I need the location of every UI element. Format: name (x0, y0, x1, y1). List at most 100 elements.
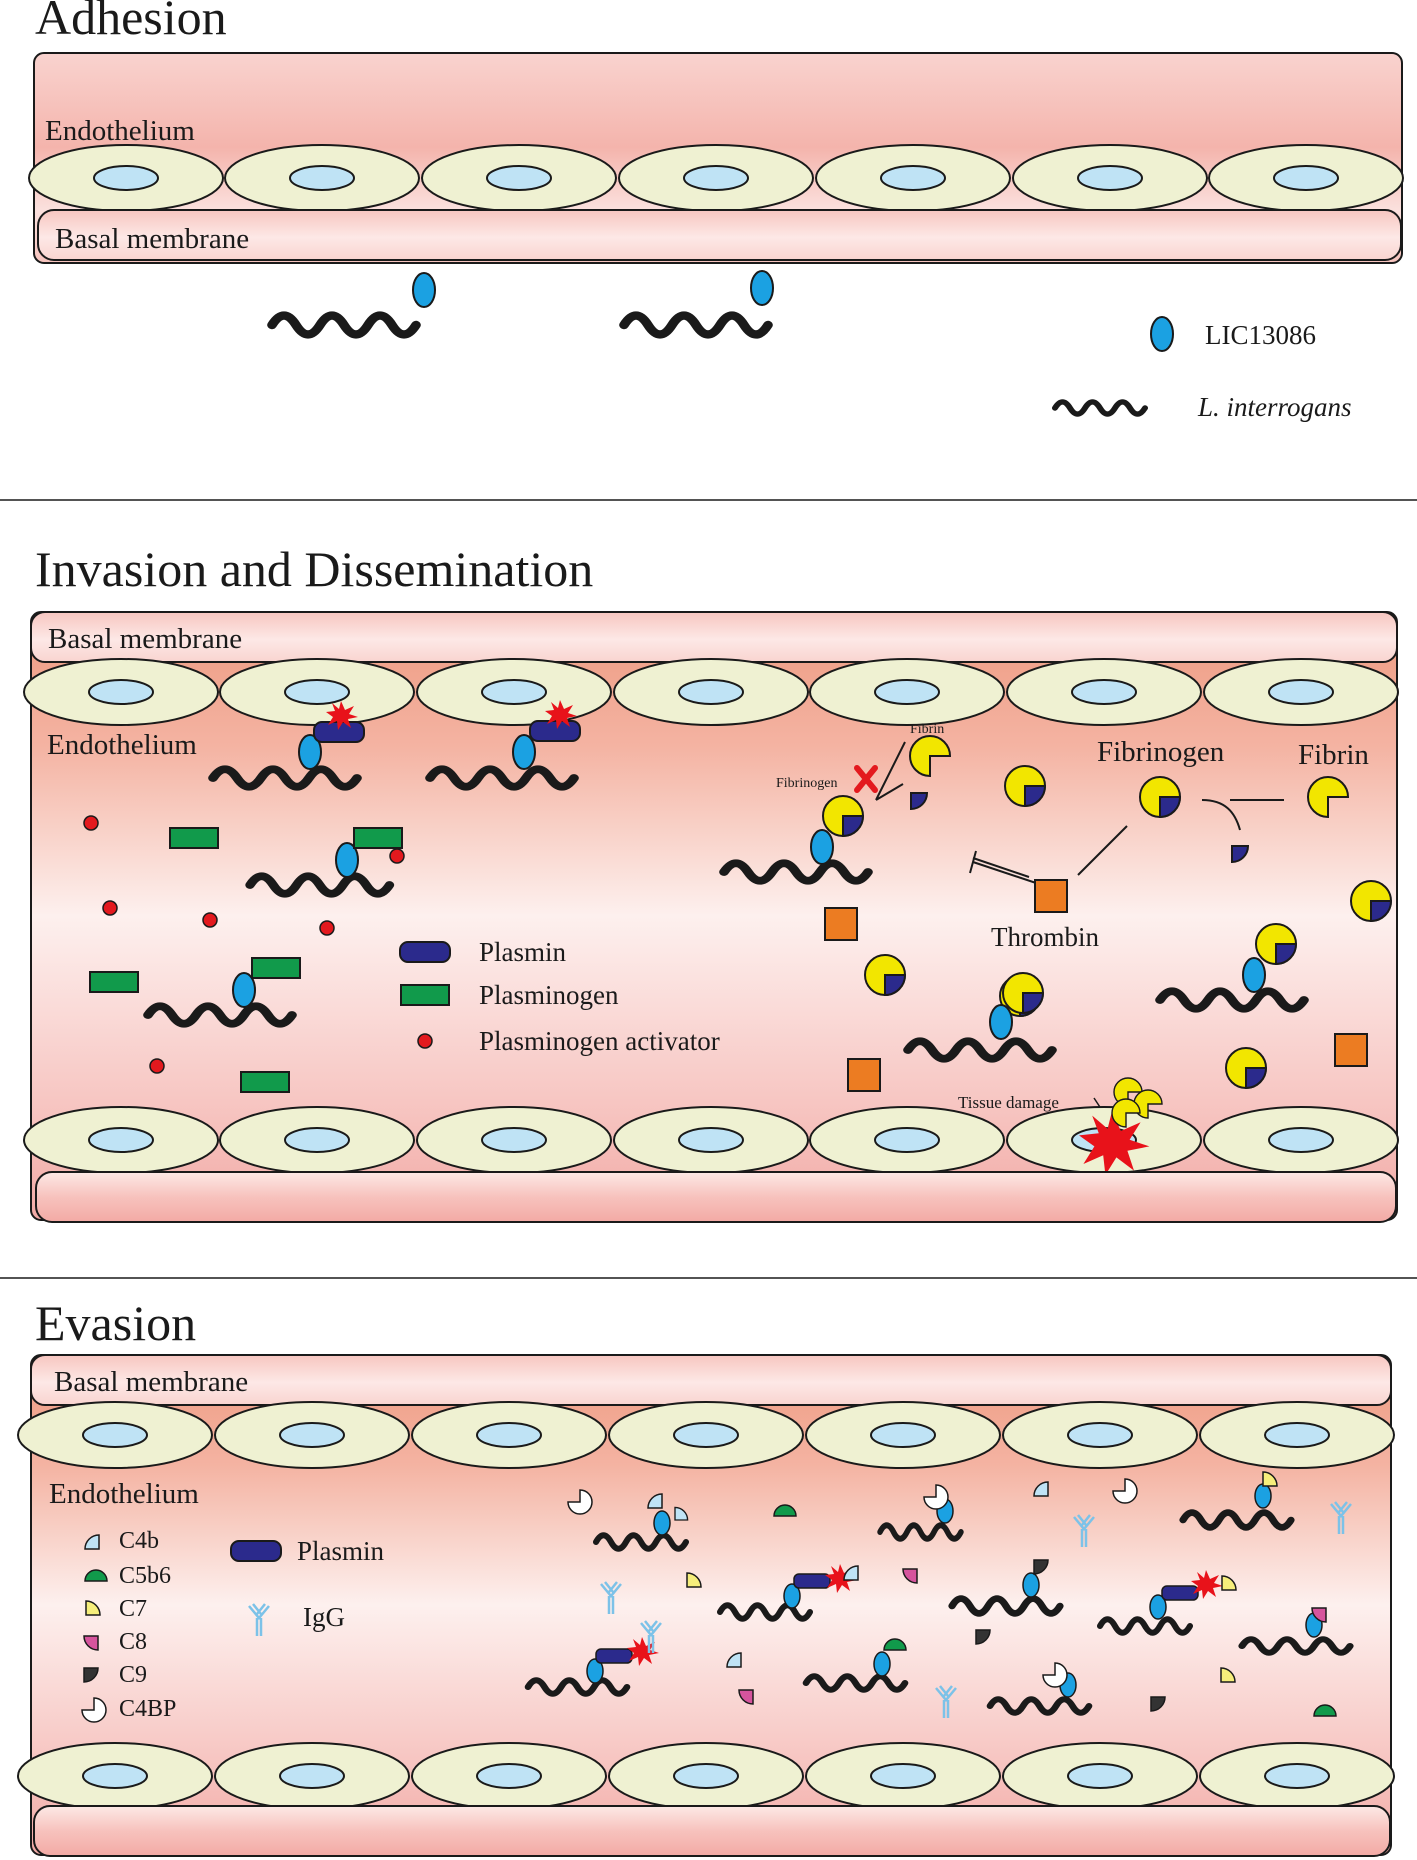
legend-c4bp-label: C4BP (119, 1696, 176, 1722)
evasion-panel: Evasion Basal membrane Endothelium C4b C… (17, 1295, 1395, 1857)
endothelial-cell (411, 1742, 607, 1810)
fibrinogen-label: Fibrinogen (1097, 736, 1225, 768)
evasion-title: Evasion (35, 1295, 196, 1351)
legend-igg-label: IgG (303, 1602, 345, 1632)
invasion-title: Invasion and Dissemination (35, 541, 593, 597)
endothelial-cell (219, 658, 415, 726)
fibrinogen (1350, 880, 1392, 922)
legend-lic13086-label: LIC13086 (1205, 320, 1316, 350)
invasion-basal-label: Basal membrane (48, 623, 242, 655)
endothelial-cell (219, 1106, 415, 1174)
thrombin (1034, 879, 1068, 913)
plasminogen-activator (202, 912, 218, 928)
plasmin-legend-icon (230, 1540, 282, 1562)
adhesion-legend: LIC13086 L. interrogans (1055, 316, 1352, 422)
evasion-basal-label: Basal membrane (54, 1366, 248, 1398)
inhibition-x-icon (854, 765, 878, 793)
endothelial-cell (608, 1742, 804, 1810)
endothelial-cell (815, 144, 1011, 212)
fibrinogen-small-label: Fibrinogen (776, 776, 837, 791)
endothelial-cell (618, 144, 814, 212)
endothelial-cell (1002, 1742, 1198, 1810)
fibrinogen (1004, 765, 1046, 807)
plasminogen-legend-icon (400, 984, 450, 1006)
cleavage-arrow (1201, 799, 1241, 831)
plasminogen-activator (83, 815, 99, 831)
thrombin (847, 1058, 881, 1092)
plasminogen-activator (149, 1058, 165, 1074)
thrombin-arrow (972, 857, 1030, 878)
endothelial-cell (1006, 658, 1202, 726)
lic13086-protein (412, 272, 436, 308)
activator-legend-icon (417, 1033, 433, 1049)
legend-activator-label: Plasminogen activator (479, 1026, 720, 1056)
legend-c7-label: C7 (119, 1596, 147, 1622)
plasminogen (89, 971, 139, 993)
invasion-legend: Plasmin Plasminogen Plasminogen activato… (399, 937, 720, 1056)
adhesion-endothelium-label: Endothelium (45, 115, 195, 147)
legend-plasmin-label: Plasmin (479, 937, 567, 967)
endothelial-cell (805, 1742, 1001, 1810)
lic13086-legend-icon (1150, 316, 1174, 352)
fibrinogen (1139, 776, 1181, 818)
fibrin-label: Fibrin (1298, 739, 1369, 771)
adhering-bacterium (272, 272, 436, 334)
endothelial-cell (421, 144, 617, 212)
plasminogen (240, 1071, 290, 1093)
legend-plasmin-label: Plasmin (297, 1536, 385, 1566)
endothelial-cell (23, 1106, 219, 1174)
legend-c4b-label: C4b (119, 1528, 159, 1554)
endothelial-cell (1203, 658, 1399, 726)
endothelial-cell (416, 658, 612, 726)
plasminogen-activator (319, 920, 335, 936)
fibrin-small-label: Fibrin (910, 722, 944, 737)
endothelial-cell (23, 658, 219, 726)
bacterium-cleaving-fibrinogen: Fibrinogen Fibrin (724, 722, 951, 881)
legend-c9-label: C9 (119, 1662, 147, 1688)
endothelial-cell (1199, 1742, 1395, 1810)
legend-c8-label: C8 (119, 1629, 147, 1655)
endothelial-cell (214, 1742, 410, 1810)
endothelial-cell (1012, 144, 1208, 212)
endothelial-cell (17, 1401, 213, 1469)
invasion-endothelium-label: Endothelium (47, 729, 197, 761)
endothelial-cell (214, 1401, 410, 1469)
plasmin-legend-icon (399, 941, 451, 963)
adhesion-basal-membrane (37, 209, 1402, 261)
endothelial-cell (805, 1401, 1001, 1469)
evasion-endothelium-label: Endothelium (49, 1478, 199, 1510)
endothelial-cell (809, 1106, 1005, 1174)
adhesion-title: Adhesion (35, 0, 227, 45)
evasion-legend: C4b C5b6 C7 C8 C9 C4BP Plasmin IgG (81, 1528, 385, 1723)
endothelial-cell (411, 1401, 607, 1469)
invasion-panel: Invasion and Dissemination Basal membran… (23, 541, 1399, 1223)
adhesion-panel: Adhesion Endothelium Basal membrane LIC1… (28, 0, 1404, 422)
endothelial-cell (1203, 1106, 1399, 1174)
lic13086-protein (750, 270, 774, 306)
fibrinogen (1225, 1047, 1267, 1089)
endothelial-cell (1199, 1401, 1395, 1469)
endothelial-cell (416, 1106, 612, 1174)
legend-bacterium-label: L. interrogans (1197, 392, 1352, 422)
invasion-basal-membrane-bottom (35, 1171, 1397, 1223)
thrombin (1334, 1033, 1368, 1067)
plasminogen-activator (389, 848, 405, 864)
tissue-damage-label: Tissue damage (958, 1093, 1059, 1112)
endothelial-cell (28, 144, 224, 212)
endothelial-cell (1002, 1401, 1198, 1469)
legend-plasminogen-label: Plasminogen (479, 980, 619, 1010)
legend-c5b6-label: C5b6 (119, 1563, 171, 1589)
endothelial-cell (1208, 144, 1404, 212)
endothelial-cell (17, 1742, 213, 1810)
fibrinogen (864, 954, 906, 996)
thrombin-label: Thrombin (991, 922, 1099, 952)
bacterium-legend-icon (1055, 402, 1145, 414)
thrombin-to-fibrinogen-arrow (1077, 825, 1128, 876)
adhesion-basal-label: Basal membrane (55, 223, 249, 255)
endothelial-cell (608, 1401, 804, 1469)
endothelial-cell (613, 658, 809, 726)
endothelial-cell (613, 1106, 809, 1174)
endothelial-cell (224, 144, 420, 212)
plasminogen (169, 827, 219, 849)
